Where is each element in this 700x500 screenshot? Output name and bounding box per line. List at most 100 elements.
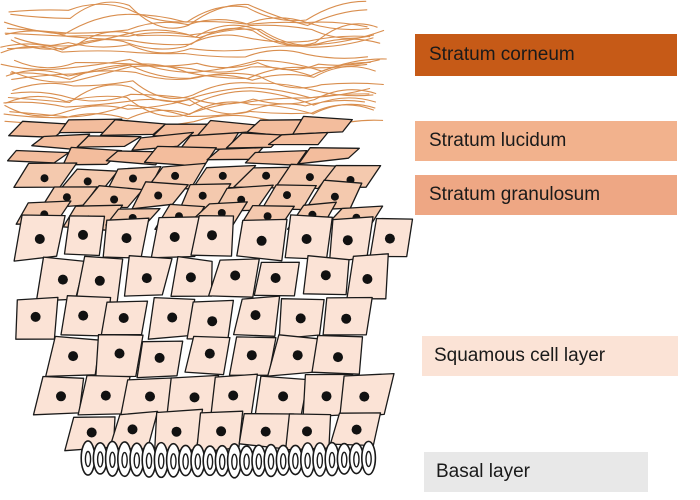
cell-nucleus [57, 274, 68, 285]
cell-nucleus [217, 209, 226, 217]
basal-cell-nucleus [157, 452, 165, 470]
basal-cell-nucleus [218, 453, 226, 470]
basal-cell-nucleus [133, 452, 141, 469]
lucidum-cell [76, 135, 142, 148]
keratin-fiber [8, 0, 367, 23]
cell-layers [6, 115, 414, 479]
cell-nucleus [62, 193, 71, 202]
basal-cell-nucleus [121, 451, 128, 469]
cell-nucleus [341, 313, 352, 324]
lucidum-cell [267, 131, 329, 146]
basal-cell-nucleus [328, 451, 336, 469]
cell-nucleus [114, 348, 125, 359]
keratin-fiber [11, 70, 384, 89]
keratin-fiber [6, 18, 370, 34]
cell-nucleus [118, 313, 129, 323]
cell-nucleus [198, 191, 207, 200]
cell-nucleus [185, 272, 196, 283]
cell-nucleus [145, 391, 155, 402]
lucidum-cell [6, 149, 70, 164]
label-stratum-lucidum: Stratum lucidum [415, 121, 677, 161]
keratin-fiber [9, 63, 368, 80]
cell-nucleus [359, 391, 370, 402]
cell-nucleus [83, 177, 92, 186]
cell-nucleus [295, 313, 306, 324]
keratin-fiber [3, 90, 377, 108]
cell-nucleus [351, 424, 362, 435]
lucidum-cell [292, 115, 353, 135]
basal-cell-nucleus [182, 453, 189, 470]
basal-cell-nucleus [292, 452, 299, 470]
cell-nucleus [283, 191, 291, 200]
cell-nucleus [330, 192, 339, 201]
cell-nucleus [34, 234, 45, 244]
cell-nucleus [207, 316, 218, 327]
label-stratum-corneum: Stratum corneum [415, 34, 677, 76]
basal-cell-nucleus [96, 451, 104, 468]
keratin-fiber [0, 34, 371, 51]
cell-nucleus [218, 171, 227, 180]
cell-nucleus [56, 391, 66, 402]
cell-nucleus [228, 390, 239, 401]
cell-nucleus [230, 270, 241, 281]
label-basal-layer: Basal layer [424, 452, 648, 492]
basal-cell-nucleus [84, 450, 92, 468]
cell-nucleus [246, 350, 257, 361]
basal-cell-nucleus [267, 453, 275, 470]
basal-cell-nucleus [194, 453, 202, 470]
cell-nucleus [171, 426, 182, 437]
cell-nucleus [216, 426, 227, 437]
basal-cell-nucleus [206, 453, 214, 470]
cell-nucleus [30, 311, 41, 322]
cell-nucleus [127, 424, 138, 435]
label-stratum-granulosum-text: Stratum granulosum [429, 184, 601, 205]
keratin-fiber [0, 46, 369, 59]
cell-nucleus [384, 233, 395, 244]
basal-cell-nucleus [353, 451, 360, 468]
basal-cell-nucleus [170, 453, 177, 470]
cell-nucleus [270, 273, 281, 283]
label-squamous-cell-layer-text: Squamous cell layer [434, 345, 606, 366]
keratin-fiber [13, 59, 380, 71]
cell-nucleus [302, 426, 312, 437]
label-squamous-cell-layer: Squamous cell layer [422, 336, 678, 376]
cell-nucleus [141, 273, 152, 284]
basal-cell-nucleus [365, 450, 372, 468]
basal-cell-nucleus [145, 452, 153, 469]
lucidum-cell [8, 120, 71, 138]
cell-nucleus [207, 230, 217, 241]
cell-nucleus [129, 174, 137, 183]
cell-nucleus [250, 310, 261, 321]
stratum-corneum-fibers [0, 0, 387, 130]
basal-cell [361, 440, 377, 476]
keratin-fiber [12, 80, 374, 99]
label-basal-layer-text: Basal layer [436, 461, 530, 482]
cell-nucleus [320, 270, 331, 281]
cell-nucleus [189, 392, 200, 403]
cell-nucleus [305, 173, 314, 182]
cell-nucleus [78, 310, 89, 321]
basal-cell-nucleus [243, 453, 250, 470]
cell-nucleus [154, 191, 163, 200]
cell-nucleus [278, 391, 289, 402]
basal-cell-nucleus [316, 452, 324, 469]
basal-cell-nucleus [304, 452, 311, 469]
cell-nucleus [100, 390, 111, 401]
lucidum-cell [99, 119, 167, 137]
cell-nucleus [342, 235, 353, 246]
keratin-fiber [11, 61, 371, 83]
cell-nucleus [256, 235, 267, 246]
cell-nucleus [321, 391, 332, 402]
cell-nucleus [40, 174, 49, 183]
lucidum-cell [298, 147, 360, 165]
cell-nucleus [169, 232, 180, 242]
cell-nucleus [78, 229, 88, 240]
lucidum-cell [244, 149, 308, 166]
keratin-fiber [3, 101, 376, 120]
keratin-fiber [4, 99, 374, 117]
basal-cell-nucleus [109, 451, 116, 468]
keratin-fiber [7, 37, 374, 54]
basal-cell-nucleus [279, 453, 287, 470]
cell-nucleus [262, 171, 271, 180]
